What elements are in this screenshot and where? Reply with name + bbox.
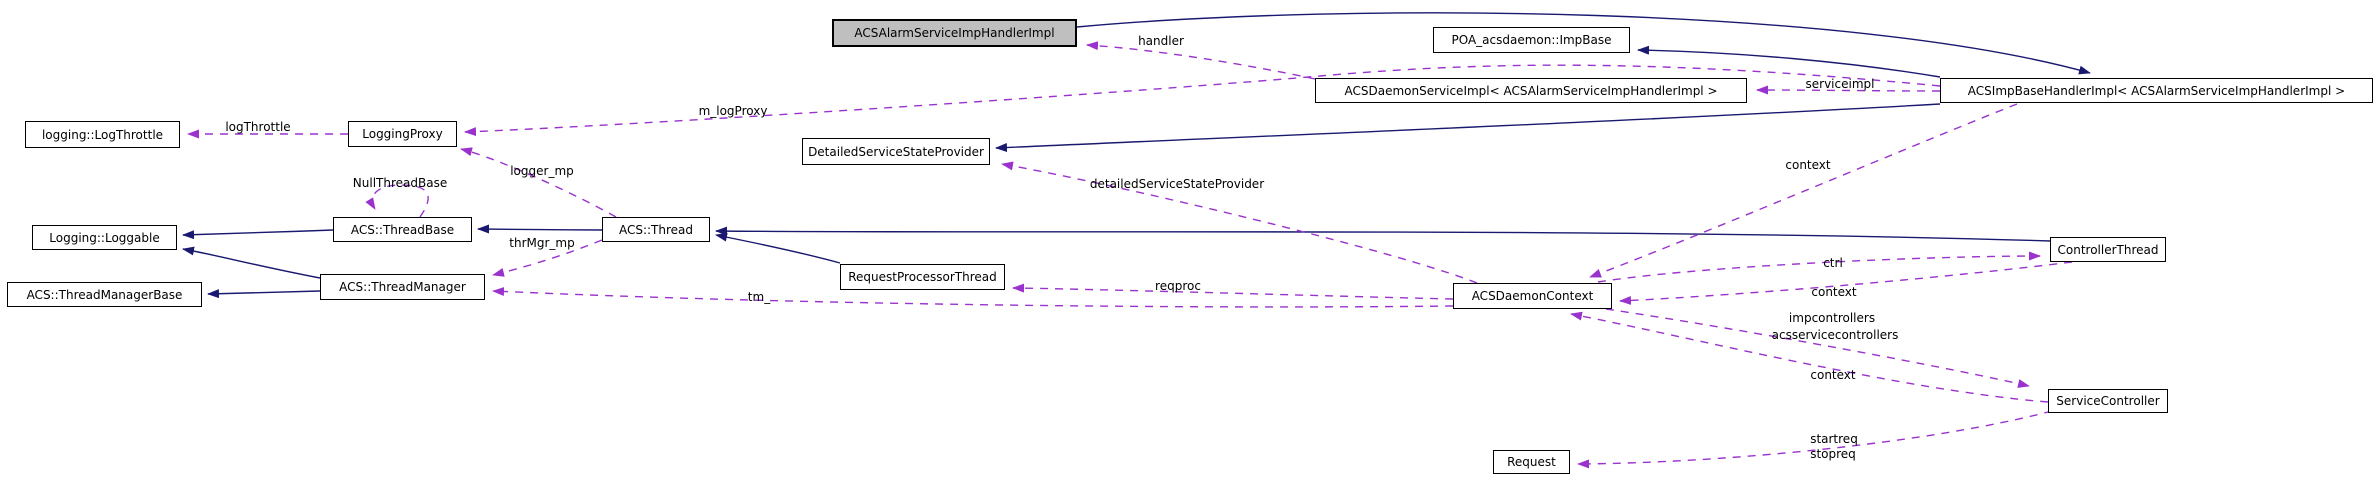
edge-ctrl	[1597, 251, 2041, 283]
edge-tm	[492, 287, 1454, 308]
edge-handlerimpl-to-impbasehandlerimpl	[1076, 12, 2091, 75]
edge-startreq-stopreq	[1577, 410, 2053, 469]
edge-serviceimpl	[1756, 85, 1941, 95]
node-detailed-service-state-provider[interactable]: DetailedServiceStateProvider	[802, 138, 990, 165]
node-acs-thread-manager-base[interactable]: ACS::ThreadManagerBase	[7, 282, 202, 307]
node-acs-daemon-context[interactable]: ACSDaemonContext	[1453, 283, 1612, 309]
edge-reqproc	[1012, 283, 1454, 300]
edge-controllerthread-to-acs-thread	[715, 226, 2051, 242]
node-logging-loggable[interactable]: Logging::Loggable	[32, 225, 177, 250]
node-request[interactable]: Request	[1493, 450, 1570, 474]
edge-impcontrollers-acsservicecontrollers	[1605, 308, 2030, 388]
edge-logger-mp	[460, 147, 617, 218]
node-acs-imp-base-handler-impl[interactable]: ACSImpBaseHandlerImpl< ACSAlarmServiceIm…	[1940, 78, 2373, 103]
edge-detailedservicestateprovider	[1001, 161, 1478, 284]
edge-threadbase-to-loggable	[182, 229, 334, 240]
node-acs-thread-base[interactable]: ACS::ThreadBase	[333, 217, 472, 242]
node-acs-alarm-service-imp-handler-impl: ACSAlarmServiceImpHandlerImpl	[832, 19, 1077, 47]
edge-context-from-controllerthread	[1619, 261, 2073, 305]
node-logging-proxy[interactable]: LoggingProxy	[348, 121, 457, 147]
edge-context-from-servicecontroller	[1570, 311, 2049, 403]
edge-impbasehandlerimpl-to-poa-impbase	[1637, 45, 1941, 78]
edge-threadmanager-to-threadmanagerbase	[207, 289, 321, 299]
edge-threadmanager-to-loggable	[182, 246, 321, 279]
node-acs-thread-manager[interactable]: ACS::ThreadManager	[320, 274, 485, 300]
node-acs-daemon-service-impl[interactable]: ACSDaemonServiceImpl< ACSAlarmServiceImp…	[1315, 78, 1747, 103]
edge-impbasehandlerimpl-to-detailedservicestateprovider	[995, 103, 1941, 153]
edge-handler	[1086, 41, 1316, 80]
edge-context-from-impbasehandlerimpl	[1589, 103, 2018, 278]
node-acs-thread[interactable]: ACS::Thread	[602, 217, 710, 242]
node-request-processor-thread[interactable]: RequestProcessorThread	[840, 264, 1005, 290]
edge-m-logproxy	[464, 64, 1941, 137]
edge-acs-thread-to-threadbase	[477, 224, 603, 234]
node-poa-acsdaemon-impbase[interactable]: POA_acsdaemon::ImpBase	[1433, 27, 1630, 53]
node-logging-log-throttle[interactable]: logging::LogThrottle	[25, 121, 180, 148]
edge-requestprocessorthread-to-acs-thread	[715, 232, 841, 264]
edge-nullthreadbase-selfloop	[365, 184, 429, 218]
edge-thrmgr-mp	[492, 239, 603, 277]
node-controller-thread[interactable]: ControllerThread	[2050, 237, 2166, 262]
node-service-controller[interactable]: ServiceController	[2048, 389, 2168, 413]
